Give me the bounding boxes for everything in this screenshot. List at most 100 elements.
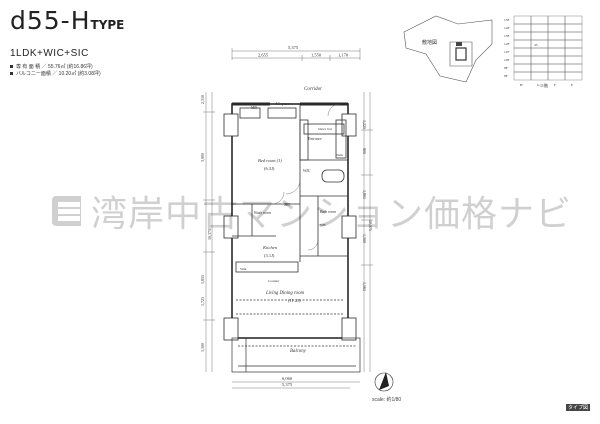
- highlight-unit-label: d5: [534, 43, 538, 47]
- living-label: Living Dining room: [265, 291, 304, 296]
- floor-label: 10F: [504, 58, 510, 62]
- column-label: F: [554, 83, 556, 87]
- floor-area: 専 有 面 積 ／ 55.76㎡ (約16.86坪): [10, 64, 93, 70]
- columns: [223, 113, 357, 341]
- bedroom-size: (6.3J): [264, 166, 275, 171]
- column-label: H: [520, 83, 523, 87]
- bullet-square-icon: [10, 72, 13, 76]
- entrance-label: Entrance: [307, 137, 322, 141]
- watermark-logo-icon: [52, 196, 81, 226]
- floor-label: 14F: [504, 26, 510, 30]
- section-cell: [564, 39, 583, 49]
- balcony-area: バルコニー面積 ／ 10.20㎡ (約3.08坪): [10, 71, 101, 77]
- section-cell: [547, 55, 566, 65]
- section-cell: [513, 55, 532, 65]
- section-cell: [564, 23, 583, 33]
- wic-label: WIC: [303, 168, 311, 173]
- bedroom-label: Bed room (1): [258, 158, 282, 163]
- dim-top-2: 1,550: [311, 53, 322, 59]
- bullet-square-icon: [10, 65, 13, 69]
- living-size: (11.2J): [288, 298, 301, 303]
- section-cell: [530, 71, 549, 81]
- partitions: [232, 104, 348, 315]
- dim-right-4: 1,300: [361, 234, 367, 243]
- mb-label: MB: [251, 106, 257, 110]
- floor-area-text: 専 有 面 積 ／ 55.76㎡ (約16.86坪): [16, 64, 93, 70]
- section-cell: [547, 23, 566, 33]
- dim-right-total: 10,375: [367, 220, 373, 231]
- section-cell: [513, 23, 532, 33]
- section-cell: [564, 71, 583, 81]
- section-cell: [564, 55, 583, 65]
- sink-label: Sink: [240, 267, 247, 271]
- section-cell: [547, 47, 566, 57]
- type-code: d55-H: [10, 6, 91, 35]
- floor-label: 11F: [504, 50, 509, 54]
- section-cell: [547, 71, 566, 81]
- dim-left-2: 3,900: [200, 153, 206, 162]
- section-cell: [513, 63, 532, 73]
- column-label: E: [571, 83, 573, 87]
- shoes-box-label: Shoes box: [318, 127, 333, 131]
- kitchen-label: Kitchen: [262, 245, 278, 250]
- corridor-label: Corridor: [304, 87, 322, 92]
- section-cell: [530, 47, 549, 57]
- bottom-dimensions: [232, 381, 360, 389]
- dim-left-5: 1,300: [200, 343, 206, 352]
- section-cell: [513, 39, 532, 49]
- dim-left-1: 2,310: [200, 95, 206, 104]
- section-cell: [530, 23, 549, 33]
- dim-right-5: 1,565: [361, 282, 367, 291]
- section-cell: [513, 71, 532, 81]
- section-cell: [513, 31, 532, 41]
- type-label: タイプ図: [566, 404, 591, 411]
- dim-top-3: 1,170: [338, 53, 349, 59]
- dim-top-total: 5,375: [288, 45, 299, 51]
- dim-left-4: 1,725: [200, 297, 206, 306]
- dim-right-3: 1,805: [361, 190, 367, 199]
- dim-bottom-inner: 5,375: [282, 382, 293, 388]
- ac-space-label: AC space: [274, 102, 290, 106]
- floor-label: 15F: [504, 18, 510, 22]
- bath-room-label: Bath room: [320, 210, 336, 214]
- scale-text: scale: 約1/80: [372, 397, 402, 403]
- key-plan-label: 敷地図: [422, 39, 437, 46]
- section-cell: [513, 15, 532, 25]
- door-swings: [271, 103, 341, 251]
- dim-top-1: 2,655: [258, 53, 269, 59]
- balcony-area-text: バルコニー面積 ／ 10.20㎡ (約3.08坪): [16, 71, 101, 77]
- type-title: d55-HTYPE: [10, 6, 124, 35]
- dim-bottom-outer: 6,060: [282, 376, 293, 382]
- floor-label: 8F: [504, 74, 508, 78]
- section-cell: [564, 47, 583, 57]
- floor-label: 13F: [504, 34, 510, 38]
- wb-label: WB: [320, 223, 326, 227]
- section-caption: 11階: [540, 82, 548, 88]
- left-dimensions: [203, 92, 215, 372]
- section-grid: 15F 14F 13F 12F 11F 10F 9F 8F H G F Ed5: [504, 15, 583, 87]
- watermark-text: 湾岸中古マンション価格ナビ: [90, 194, 572, 235]
- balcony-label: Balcony: [290, 349, 307, 354]
- section-cell: [513, 47, 532, 57]
- layout-name: 1LDK+WIC+SIC: [10, 48, 89, 59]
- floor-label: 12F: [504, 42, 510, 46]
- watermark: 湾岸中古マンション価格ナビ: [52, 188, 572, 235]
- north-arrow-icon: [374, 372, 394, 392]
- dim-left-3: 1,855: [200, 275, 206, 284]
- section-cell: [564, 15, 583, 25]
- section-cell: [564, 31, 583, 41]
- floor-plan: 5,375 2,655 1,550 1,170 Corridor 2,310 3…: [200, 45, 373, 389]
- top-dimensions: [231, 48, 361, 61]
- tank-label: Tank: [336, 153, 343, 157]
- counter-label: Counter: [268, 279, 280, 283]
- building-section: 15F 14F 13F 12F 11F 10F 9F 8F H G F Ed5 11階: [504, 15, 583, 88]
- section-cell: [530, 31, 549, 41]
- section-cell: [547, 31, 566, 41]
- right-dimensions: [361, 92, 373, 372]
- section-cell: [530, 63, 549, 73]
- section-cell: [564, 63, 583, 73]
- column-label: G: [537, 83, 540, 87]
- floor-label: 9F: [504, 66, 508, 70]
- section-cell: [530, 55, 549, 65]
- dim-left-total: 10,375: [207, 229, 213, 240]
